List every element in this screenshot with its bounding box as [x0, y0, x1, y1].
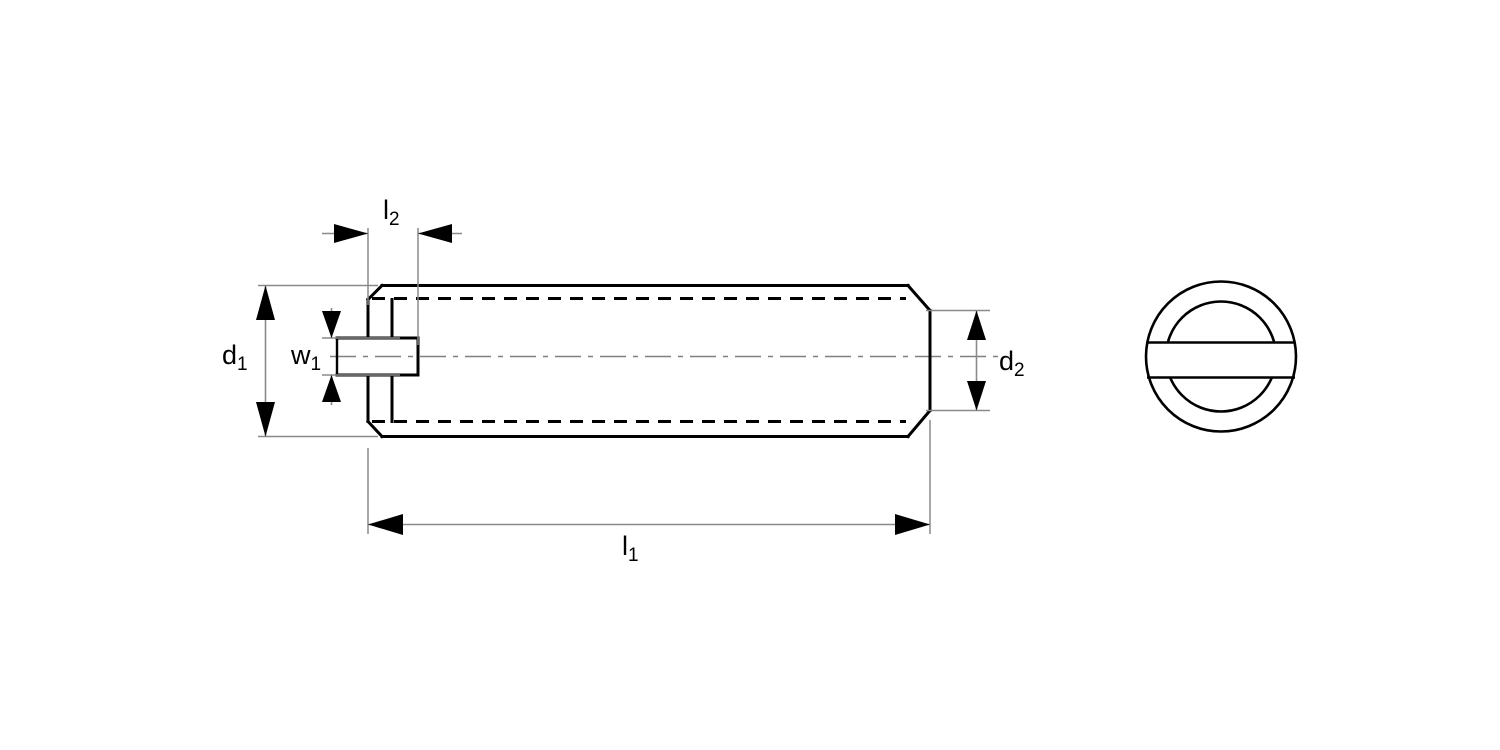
left-bottom-chamfer: [365, 419, 385, 439]
l2-arrow-right: [418, 224, 452, 243]
end-view-inner-circle-upper: [1166, 300, 1276, 343]
d1-arrow-bottom: [256, 402, 275, 437]
d2-arrow-bottom: [967, 381, 986, 411]
l1-arrow-left: [368, 514, 403, 535]
d1-arrow-top: [256, 285, 275, 320]
dimension-l2: l2: [322, 195, 462, 345]
side-view-group: [330, 283, 1000, 439]
end-view-outer-circle: [1144, 280, 1298, 433]
end-view-inner-circle-lower: [1168, 377, 1274, 413]
w1-arrow-top: [322, 311, 341, 338]
right-bottom-chamfer: [905, 408, 933, 439]
d2-arrow-top: [967, 310, 986, 340]
dimension-label-d1: d1: [222, 340, 248, 375]
l1-arrow-right: [895, 514, 930, 535]
left-top-chamfer: [365, 283, 385, 302]
l2-arrow-left: [334, 224, 368, 243]
dimension-label-w1: w1: [290, 340, 321, 375]
end-view-group: [1144, 280, 1298, 433]
right-top-chamfer: [905, 283, 933, 313]
w1-arrow-bottom: [322, 375, 341, 402]
dimension-d2: d2: [926, 309, 1025, 412]
dimension-l1: l1: [367, 420, 931, 566]
dimension-w1: w1: [290, 308, 400, 405]
dimension-label-l1: l1: [622, 531, 639, 566]
dimension-label-d2: d2: [999, 346, 1025, 381]
dimension-label-l2: l2: [383, 195, 400, 230]
dimension-d1: d1: [222, 284, 378, 438]
